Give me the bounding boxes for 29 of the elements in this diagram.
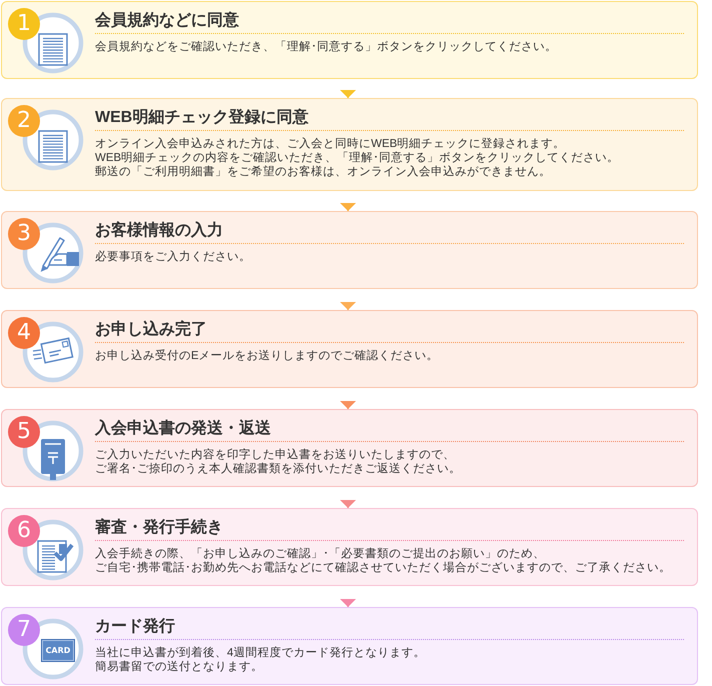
card-graphic: CARD (41, 639, 75, 662)
step-description: お申し込み受付のEメールをお送りしますのでご確認ください。 (95, 349, 439, 363)
step-heading: WEB明細チェック登録に同意 (95, 108, 308, 128)
step-box (1, 607, 698, 685)
step-description: 必要事項をご入力ください。 (95, 250, 251, 264)
step-description: 会員規約などをご確認いただき、「理解･同意する」ボタンをクリックしてください。 (95, 40, 557, 54)
step-box (1, 508, 698, 586)
step-description: 入会手続きの際、「お申し込みのご確認」･「必要書類のご提出のお願い」のため、ご自宅･携帯電話･お勤め先へお電話などにて確認させていただく場合がございますので、ご了承ください。 (95, 547, 671, 575)
number-badge: 7 (8, 614, 40, 646)
step-box (1, 211, 698, 289)
number-badge: 5 (8, 416, 40, 448)
step-description: ご入力いただいた内容を印字した申込書をお送りいたしますので、ご署名･ご捺印のうえ本人確認書類を添付いただきご返送ください。 (95, 448, 461, 476)
step-heading: お申し込み完了 (95, 320, 207, 340)
step-box (1, 1, 698, 79)
number-badge: 1 (8, 8, 40, 40)
step-box (1, 409, 698, 487)
step-description: オンライン入会申込みされた方は、ご入会と同時にWEB明細チェックに登録されます。WEB明細チェックの内容をご確認いただき、「理解･同意する」ボタンをクリックしてください。郵送の「ご利用明細書」をご希望のお客様は、オンライン入会申込みができません。 (95, 137, 620, 179)
step-description: 当社に申込書が到着後、4週間程度でカード発行となります。簡易書留での送付となります。 (95, 646, 426, 674)
number-badge: 6 (8, 515, 40, 547)
step-heading: 入会申込書の発送・返送 (95, 419, 271, 439)
number-badge: 2 (8, 105, 40, 137)
step-heading: 会員規約などに同意 (95, 11, 239, 31)
step-heading: 審査・発行手続き (95, 518, 223, 538)
step-box (1, 310, 698, 388)
number-badge: 3 (8, 218, 40, 250)
step-box (1, 98, 698, 191)
number-badge: 4 (8, 317, 40, 349)
step-heading: お客様情報の入力 (95, 221, 223, 241)
step-heading: カード発行 (95, 617, 175, 637)
